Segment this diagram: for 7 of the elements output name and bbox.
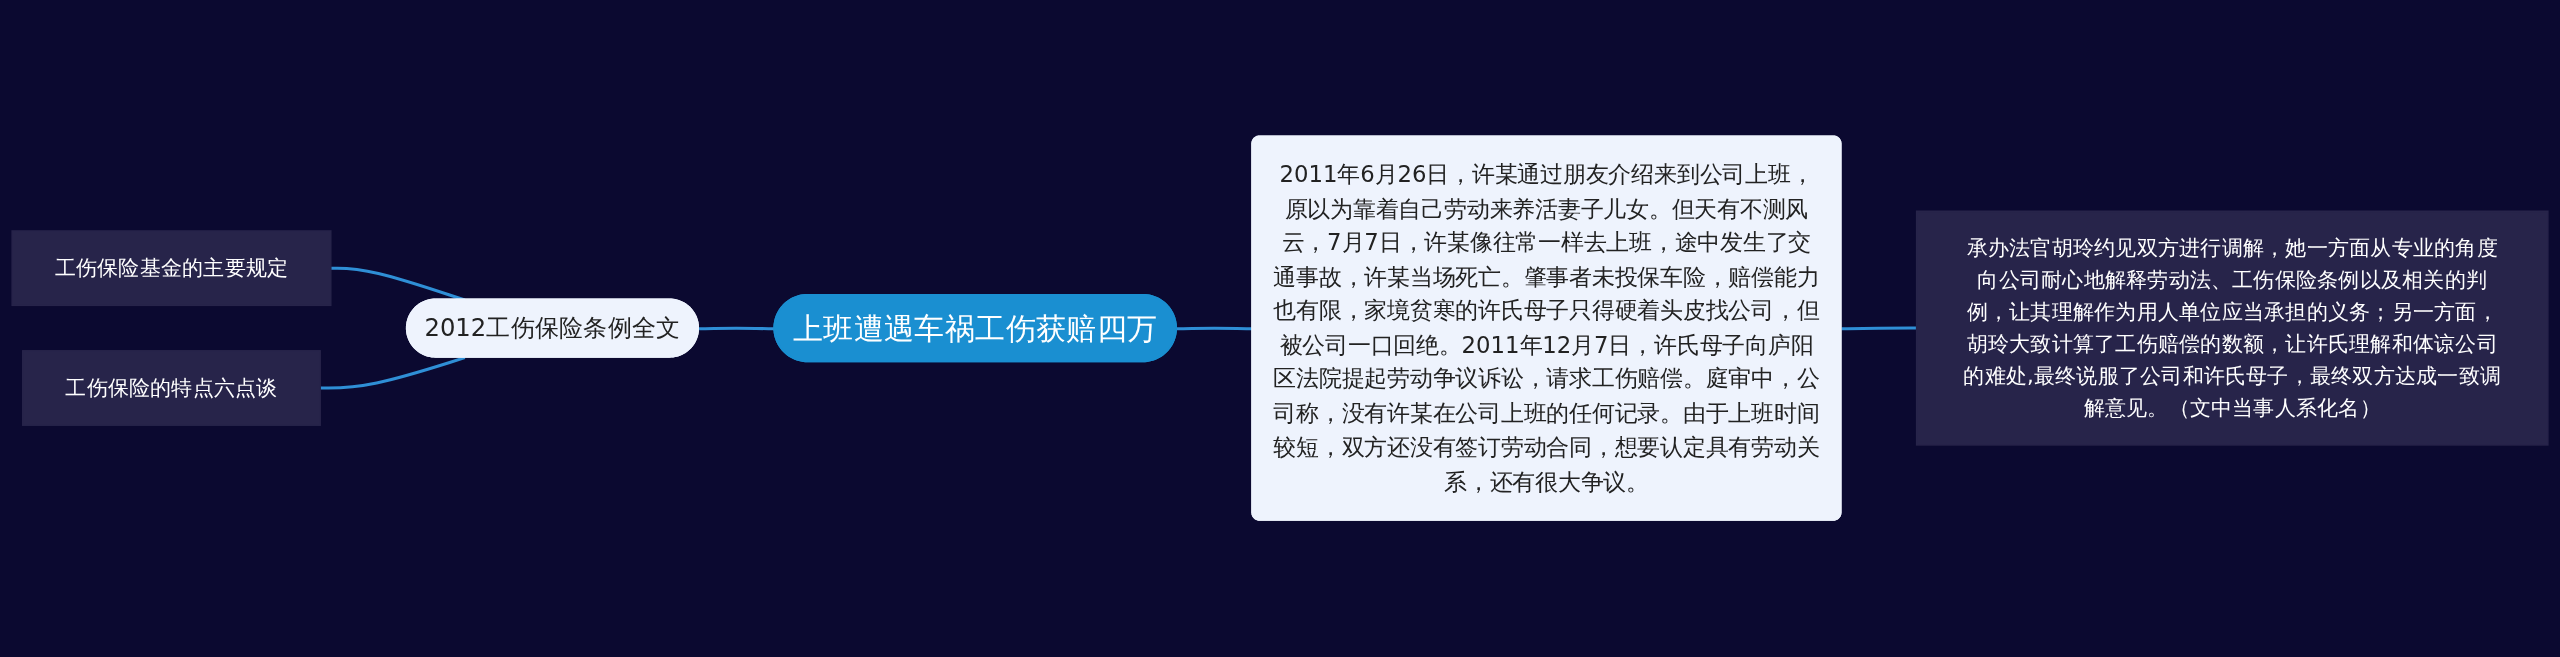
connector <box>699 327 775 331</box>
node-box: 工伤保险的特点六点谈 <box>22 350 321 427</box>
connector <box>320 356 466 390</box>
node-box: 承办法官胡玲约见双方进行调解，她一方面从专业的角度向公司耐心地解释劳动法、工伤保险条例以及相关的判例，让其理解作为用人单位应当承担的义务；另一方面，胡玲大致计算了工伤赔偿的数额，让许氏理解和体谅公司的难处,最终说服了公司和许氏母子，最终双方达成一致调解意见。（文中当事人系化名） <box>1915 210 2549 447</box>
connector <box>1841 327 1917 331</box>
node-box: 工伤保险基金的主要规定 <box>11 230 332 307</box>
connector <box>1176 327 1253 331</box>
